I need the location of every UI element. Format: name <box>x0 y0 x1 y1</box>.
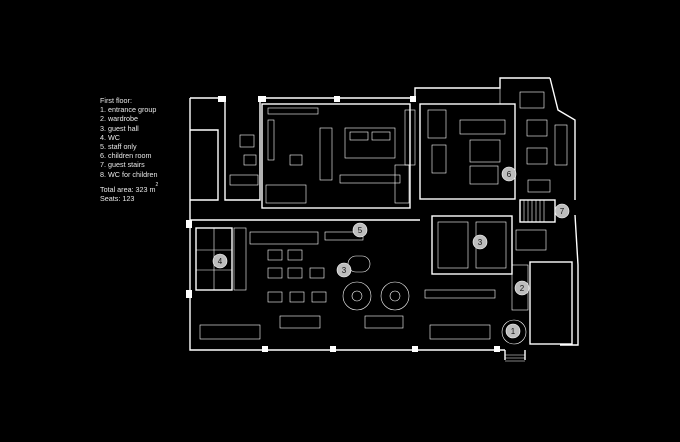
east-tables <box>519 91 568 193</box>
marker-entrance: 1 <box>505 323 521 339</box>
svg-text:6: 6 <box>507 170 512 179</box>
left-rooms <box>190 98 420 221</box>
marker-wc: 4 <box>212 253 228 269</box>
marker-guest-hall-left: 3 <box>336 262 352 278</box>
kitchen-area <box>261 103 416 209</box>
legend-item-staff: 5. staff only <box>100 142 137 152</box>
legend-seats: Seats: 123 <box>100 194 135 204</box>
legend-item-entrance: 1. entrance group <box>100 105 157 115</box>
svg-text:5: 5 <box>358 226 363 235</box>
right-hall <box>424 215 547 340</box>
guest-hall-seating <box>199 231 410 340</box>
svg-text:4: 4 <box>218 257 223 266</box>
marker-staff-only: 5 <box>352 222 368 238</box>
svg-text:2: 2 <box>520 284 525 293</box>
marker-guest-hall-right: 3 <box>472 234 488 250</box>
guest-stairs <box>519 199 556 223</box>
svg-text:3: 3 <box>342 266 347 275</box>
legend-item-children-room: 6. children room <box>100 151 152 161</box>
legend-item-wc-children: 8. WC for children <box>100 169 158 179</box>
svg-text:1: 1 <box>511 327 516 336</box>
children-room-area <box>419 88 516 200</box>
legend-item-wardrobe: 2. wardrobe <box>100 114 138 124</box>
svg-text:7: 7 <box>560 207 565 216</box>
legend-item-guest-hall: 3. guest hall <box>100 123 139 133</box>
marker-guest-stairs: 7 <box>554 203 570 219</box>
outer-walls <box>186 77 579 360</box>
marker-wardrobe: 2 <box>514 280 530 296</box>
marker-children-room: 6 <box>501 166 517 182</box>
legend-title: First floor: <box>100 96 132 105</box>
floor-legend: First floor: 1. entrance group 2. wardro… <box>100 96 158 203</box>
legend-total-area: Total area: 323 m2 <box>100 181 159 194</box>
entrance-group <box>501 261 573 362</box>
legend-item-guest-stairs: 7. guest stairs <box>100 160 145 170</box>
legend-item-wc: 4. WC <box>100 132 120 142</box>
svg-text:3: 3 <box>478 238 483 247</box>
